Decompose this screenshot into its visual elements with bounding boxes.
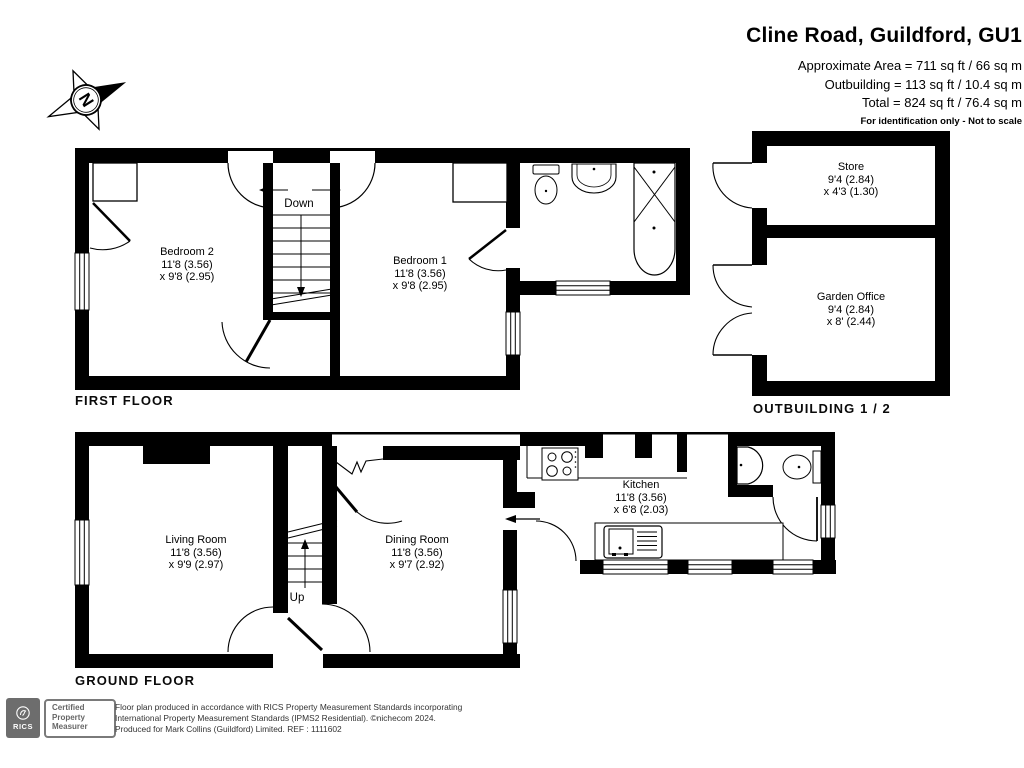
rics-label: RICS: [13, 722, 33, 731]
store-name: Store: [837, 161, 865, 173]
outbuilding-area: Outbuilding = 113 sq ft / 10.4 sq m: [824, 76, 1022, 92]
store-dims2: x 4'3 (1.30): [823, 186, 879, 198]
store-label: Store 9'4 (2.84) x 4'3 (1.30): [824, 161, 879, 199]
first-floor-doors: [89, 162, 507, 369]
first-floor-windows: [74, 252, 611, 356]
first-floor-walls: [75, 148, 690, 390]
bedroom1-dims1: 11'8 (3.56): [394, 267, 446, 280]
store-dims1: 9'4 (2.84): [827, 173, 875, 186]
living-room-label: Living Room 11'8 (3.56) x 9'9 (2.97): [165, 534, 226, 572]
bathtub: [633, 162, 676, 276]
first-floor-plan: [74, 148, 690, 390]
ground-floor-windows: [74, 504, 836, 644]
bedroom2-name: Bedroom 2: [160, 246, 214, 258]
dining-room-dims2: x 9'7 (2.92): [389, 559, 445, 571]
compass-rose: N: [46, 69, 127, 131]
total-area: Total = 824 sq ft / 76.4 sq m: [861, 95, 1022, 110]
page-title: Cline Road, Guildford, GU1: [746, 24, 1022, 47]
outbuilding-walls: [752, 131, 950, 396]
wc-basin: [736, 446, 764, 485]
kitchen-label: Kitchen 11'8 (3.56) x 6'8 (2.03): [614, 479, 669, 517]
living-room-dims1: 11'8 (3.56): [170, 546, 222, 559]
bedroom1-name: Bedroom 1: [393, 255, 447, 267]
first-floor-label: FIRST FLOOR: [75, 393, 174, 408]
garden-office-name: Garden Office: [816, 291, 886, 303]
badge-line2: Property: [52, 712, 85, 722]
wc-cistern: [812, 450, 822, 484]
disclaimer: For identification only - Not to scale: [860, 115, 1022, 127]
bedroom2-dims2: x 9'8 (2.95): [159, 271, 215, 283]
wc-toilet-bowl: [782, 454, 812, 480]
bedroom2-label: Bedroom 2 11'8 (3.56) x 9'8 (2.95): [160, 246, 215, 284]
badge-line3: Measurer: [52, 722, 88, 731]
rics-crest-icon: [16, 706, 30, 720]
garden-office-dims1: 9'4 (2.84): [827, 303, 875, 316]
first-floor-stairs: [259, 186, 341, 307]
badge-line1: Certified: [52, 703, 85, 712]
garden-office-dims2: x 8' (2.44): [826, 316, 876, 328]
outbuilding-label: OUTBUILDING 1 / 2: [753, 401, 891, 416]
living-room-dims2: x 9'9 (2.97): [168, 559, 224, 571]
toilet-cistern: [532, 164, 560, 175]
bedroom1-dims2: x 9'8 (2.95): [392, 280, 448, 292]
header: Cline Road, Guildford, GU1 Approximate A…: [746, 24, 1022, 127]
bathroom-fixtures: [532, 162, 676, 276]
kitchen-dims2: x 6'8 (2.03): [613, 504, 669, 516]
footer-line2: International Property Measurement Stand…: [115, 713, 436, 723]
hob: [541, 447, 579, 481]
ground-floor-doors: [227, 458, 818, 653]
living-room-name: Living Room: [165, 534, 227, 546]
bedroom1-label: Bedroom 1 11'8 (3.56) x 9'8 (2.95): [393, 255, 448, 293]
first-floor-closets: [92, 162, 508, 203]
certified-property-measurer-badge: Certified Property Measurer: [44, 699, 116, 738]
outbuilding-doors: [712, 162, 753, 356]
basin: [571, 163, 617, 194]
entrance-arrow: [505, 515, 540, 523]
bedroom2-dims1: 11'8 (3.56): [161, 258, 213, 271]
kitchen-dims1: 11'8 (3.56): [615, 491, 667, 504]
footer-line1: Floor plan produced in accordance with R…: [115, 702, 463, 712]
garden-office-label: Garden Office 9'4 (2.84) x 8' (2.44): [817, 291, 885, 329]
outbuilding-plan: [712, 131, 950, 396]
wc-fixtures: [736, 446, 822, 485]
approximate-area: Approximate Area = 711 sq ft / 66 sq m: [797, 58, 1022, 73]
ground-floor-walls: [75, 432, 836, 668]
kitchen-fixtures: [526, 446, 784, 561]
dining-room-name: Dining Room: [385, 534, 449, 546]
dining-room-dims1: 11'8 (3.56): [391, 546, 443, 559]
ground-floor-label: GROUND FLOOR: [75, 673, 196, 688]
footer-text: Floor plan produced in accordance with R…: [115, 702, 462, 735]
sink-bowl: [608, 528, 634, 555]
kitchen-name: Kitchen: [622, 479, 660, 491]
ground-floor-stairs: [287, 519, 338, 588]
footer-line3: Produced for Mark Collins (Guildford) Li…: [115, 724, 342, 734]
down-label: Down: [284, 198, 314, 210]
up-label: Up: [289, 592, 305, 604]
down-arrow: [297, 287, 305, 297]
dining-room-label: Dining Room 11'8 (3.56) x 9'7 (2.92): [385, 534, 449, 572]
ground-floor-plan: [74, 432, 836, 668]
rics-logo: RICS: [6, 698, 40, 738]
up-arrow: [301, 539, 309, 549]
